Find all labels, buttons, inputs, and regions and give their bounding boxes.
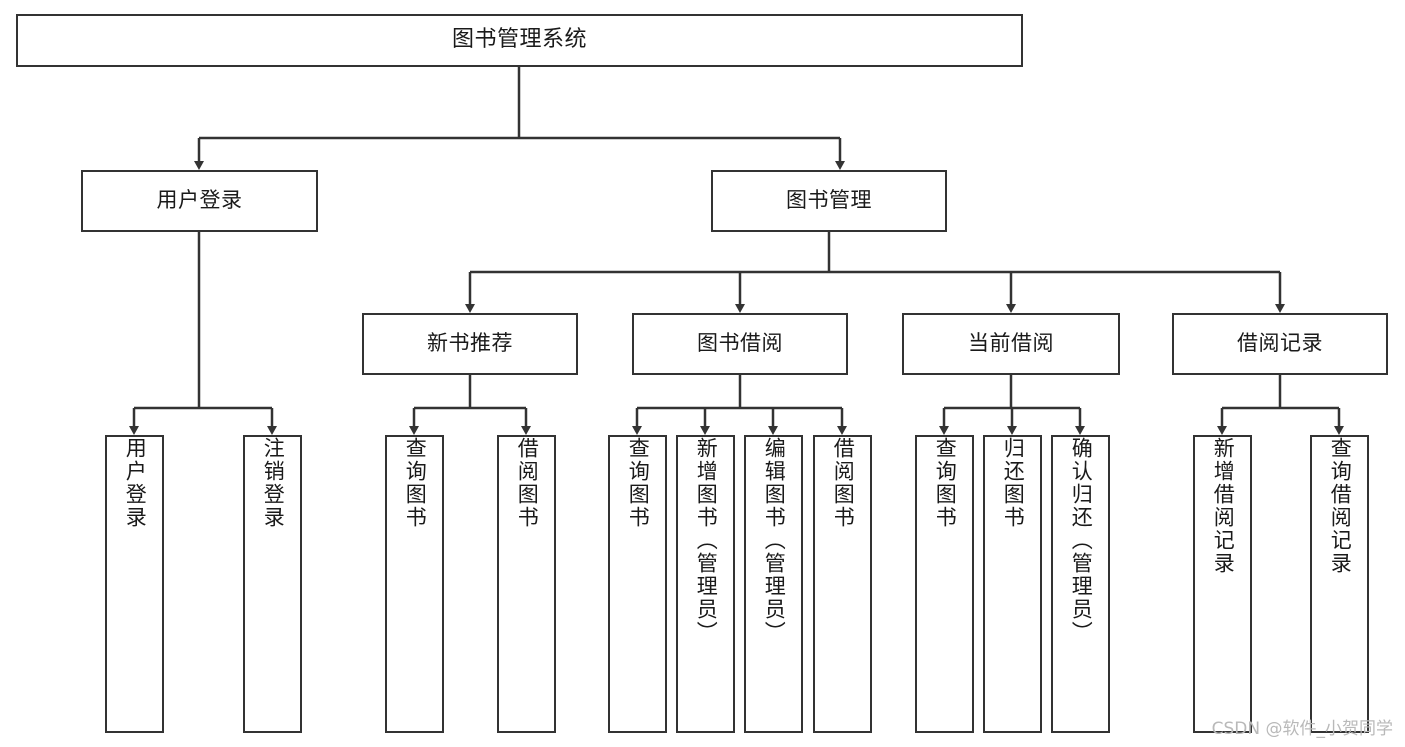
node-leaf-borrow-book-recommend[interactable]: 借阅图书 <box>497 435 556 733</box>
node-label: 确认归还（管理员） <box>1069 437 1094 644</box>
node-label: 编辑图书（管理员） <box>762 437 787 644</box>
node-leaf-return-book[interactable]: 归还图书 <box>983 435 1042 733</box>
node-label: 用户登录 <box>156 188 243 213</box>
node-leaf-query-book-borrow[interactable]: 查询图书 <box>608 435 667 733</box>
node-label: 新增借阅记录 <box>1211 437 1236 575</box>
node-current-borrow[interactable]: 当前借阅 <box>902 313 1120 375</box>
node-leaf-logout[interactable]: 注销登录 <box>243 435 302 733</box>
node-new-book-recommend[interactable]: 新书推荐 <box>362 313 578 375</box>
node-label: 借阅图书 <box>515 437 540 529</box>
node-label: 查询图书 <box>403 437 428 529</box>
node-leaf-query-book-current[interactable]: 查询图书 <box>915 435 974 733</box>
node-label: 用户登录 <box>123 437 148 529</box>
node-label: 图书管理系统 <box>451 27 587 53</box>
node-label: 图书管理 <box>786 188 872 213</box>
node-label: 新书推荐 <box>427 331 513 356</box>
node-label: 查询图书 <box>933 437 958 529</box>
node-label: 新增图书（管理员） <box>694 437 719 644</box>
node-user-login[interactable]: 用户登录 <box>81 170 318 232</box>
node-leaf-confirm-return-admin[interactable]: 确认归还（管理员） <box>1051 435 1110 733</box>
node-book-management-system[interactable]: 图书管理系统 <box>16 14 1023 67</box>
node-leaf-edit-book-admin[interactable]: 编辑图书（管理员） <box>744 435 803 733</box>
node-label: 借阅图书 <box>831 437 856 529</box>
node-leaf-user-login[interactable]: 用户登录 <box>105 435 164 733</box>
node-label: 注销登录 <box>261 437 286 529</box>
node-book-borrow[interactable]: 图书借阅 <box>632 313 848 375</box>
node-borrow-record[interactable]: 借阅记录 <box>1172 313 1388 375</box>
node-label: 图书借阅 <box>697 331 783 356</box>
node-label: 归还图书 <box>1001 437 1026 529</box>
node-book-management[interactable]: 图书管理 <box>711 170 947 232</box>
node-label: 当前借阅 <box>968 331 1054 356</box>
node-leaf-query-book-recommend[interactable]: 查询图书 <box>385 435 444 733</box>
node-leaf-add-book-admin[interactable]: 新增图书（管理员） <box>676 435 735 733</box>
csdn-watermark: CSDN @软件_小贺同学 <box>1211 719 1393 739</box>
node-label: 查询借阅记录 <box>1328 437 1353 575</box>
node-label: 查询图书 <box>626 437 651 529</box>
node-leaf-borrow-book[interactable]: 借阅图书 <box>813 435 872 733</box>
node-label: 借阅记录 <box>1237 331 1323 356</box>
node-leaf-query-borrow-record[interactable]: 查询借阅记录 <box>1310 435 1369 733</box>
node-leaf-add-borrow-record[interactable]: 新增借阅记录 <box>1193 435 1252 733</box>
